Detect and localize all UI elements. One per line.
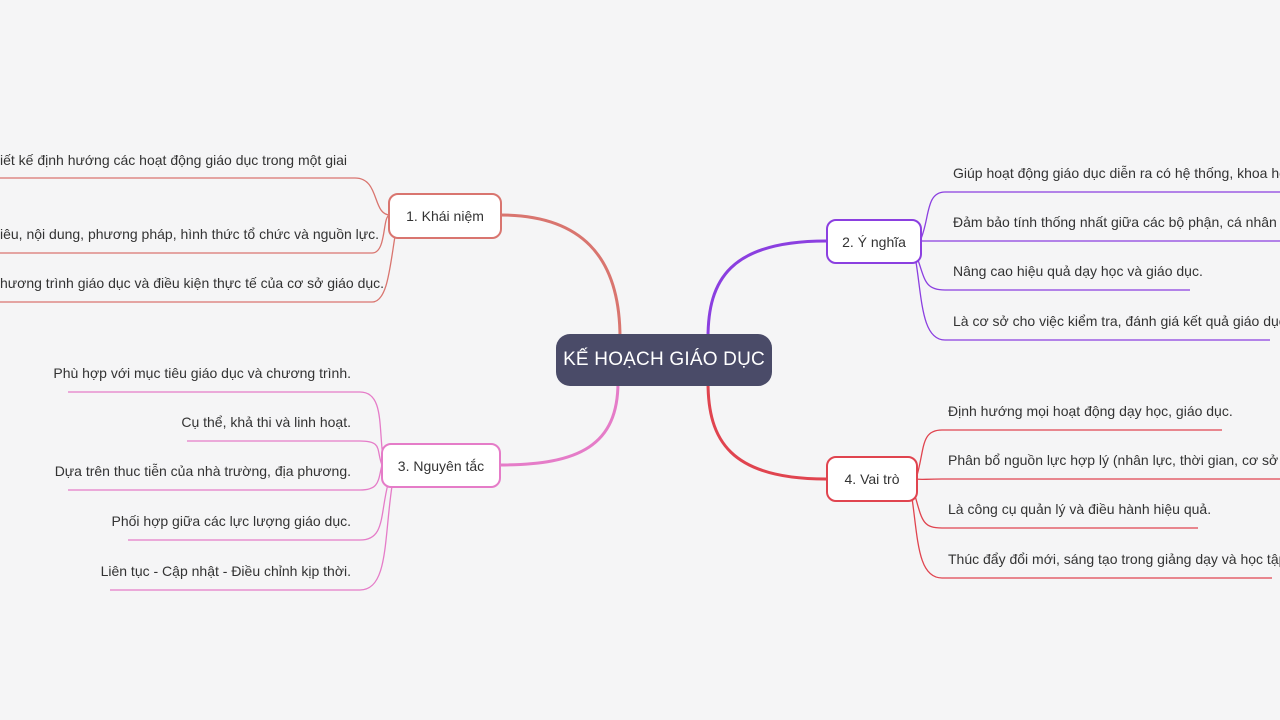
link-vai-tro-leaf-3 (913, 491, 1198, 529)
link-nguyen-tac-leaf-2 (187, 440, 383, 466)
link-vai-tro-leaf-1 (915, 429, 1222, 480)
link-khai-niem-leaf-1 (0, 177, 391, 216)
link-khai-niem-leaf-2 (0, 214, 391, 254)
link-center-khai-niem (499, 213, 622, 339)
y-nghia-item-2[interactable]: Đảm bảo tính thống nhất giữa các bộ phận… (953, 214, 1280, 230)
khai-niem-item-1[interactable]: iết kế định hướng các hoạt động giáo dục… (0, 152, 347, 168)
y-nghia-item-3[interactable]: Nâng cao hiệu quả dạy học và giáo dục. (953, 263, 1203, 279)
link-center-nguyen-tac (499, 381, 620, 467)
link-khai-niem-leaf-3 (0, 229, 397, 303)
central-topic[interactable]: KẾ HOẠCH GIÁO DỤC (556, 334, 772, 386)
nguyen-tac-item-3[interactable]: Dựa trên thuc tiễn của nhà trường, địa p… (54, 463, 351, 479)
branch-y-nghia[interactable]: 2. Ý nghĩa (826, 219, 922, 264)
link-center-y-nghia (706, 239, 827, 339)
link-y-nghia-leaf-1 (919, 191, 1280, 242)
link-vai-tro-leaf-4 (911, 497, 1272, 579)
link-y-nghia-leaf-4 (915, 261, 1270, 341)
vai-tro-item-3[interactable]: Là công cụ quản lý và điều hành hiệu quả… (948, 501, 1212, 517)
nguyen-tac-item-2[interactable]: Cụ thể, khả thi và linh hoạt. (181, 414, 351, 430)
y-nghia-item-4[interactable]: Là cơ sở cho việc kiểm tra, đánh giá kết… (953, 313, 1280, 329)
khai-niem-item-2[interactable]: iêu, nội dung, phương pháp, hình thức tổ… (0, 226, 380, 242)
link-nguyen-tac-leaf-5 (110, 485, 393, 591)
branch-khai-niem[interactable]: 1. Khái niệm (388, 193, 502, 239)
link-nguyen-tac-leaf-4 (128, 483, 389, 541)
link-center-vai-tro (706, 381, 827, 481)
nguyen-tac-item-5[interactable]: Liên tục - Cập nhật - Điều chỉnh kịp thờ… (100, 563, 351, 579)
vai-tro-item-1[interactable]: Định hướng mọi hoạt động dạy học, giáo d… (948, 403, 1233, 419)
y-nghia-item-1[interactable]: Giúp hoạt động giáo dục diễn ra có hệ th… (953, 165, 1280, 181)
branch-nguyen-tac[interactable]: 3. Nguyên tắc (381, 443, 501, 488)
nguyen-tac-item-4[interactable]: Phối hợp giữa các lực lượng giáo dục. (111, 513, 352, 529)
link-nguyen-tac-leaf-3 (68, 464, 383, 491)
vai-tro-item-4[interactable]: Thúc đẩy đổi mới, sáng tạo trong giảng d… (948, 551, 1280, 567)
khai-niem-item-3[interactable]: hương trình giáo dục và điều kiện thực t… (0, 275, 385, 291)
branch-vai-tro[interactable]: 4. Vai trò (826, 456, 918, 502)
link-y-nghia-leaf-3 (917, 259, 1190, 291)
vai-tro-item-2[interactable]: Phân bổ nguồn lực hợp lý (nhân lực, thời… (948, 452, 1280, 468)
nguyen-tac-item-1[interactable]: Phù hợp với mục tiêu giáo dục và chương … (53, 365, 351, 381)
